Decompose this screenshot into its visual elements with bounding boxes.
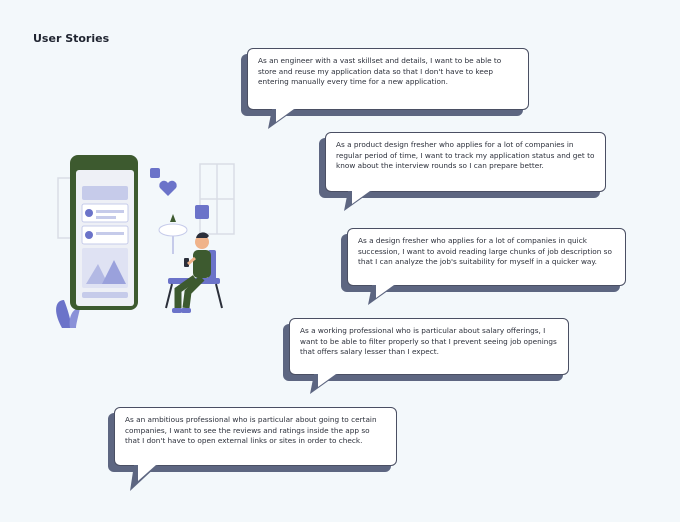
speech-tail-4 bbox=[310, 374, 338, 394]
user-story-text-1: As an engineer with a vast skillset and … bbox=[258, 56, 502, 86]
user-story-bubble-3: As a design fresher who applies for a lo… bbox=[347, 228, 626, 286]
speech-tail-5 bbox=[130, 465, 158, 491]
plant-icon bbox=[56, 300, 72, 328]
speech-tail-3 bbox=[368, 285, 396, 305]
window-frame-right bbox=[199, 163, 235, 235]
person-with-phone-illustration bbox=[56, 155, 235, 328]
person-icon bbox=[165, 232, 223, 313]
user-story-text-4: As a working professional who is particu… bbox=[300, 326, 557, 356]
user-story-text-2: As a product design fresher who applies … bbox=[336, 140, 595, 170]
heart-icon bbox=[159, 180, 177, 196]
like-icon bbox=[150, 168, 160, 178]
thumbs-up-icon bbox=[195, 205, 209, 219]
user-story-text-3: As a design fresher who applies for a lo… bbox=[358, 236, 612, 266]
user-story-bubble-4: As a working professional who is particu… bbox=[289, 318, 569, 375]
user-story-bubble-5: As an ambitious professional who is part… bbox=[114, 407, 397, 466]
user-story-bubble-1: As an engineer with a vast skillset and … bbox=[247, 48, 529, 110]
user-story-text-5: As an ambitious professional who is part… bbox=[125, 415, 377, 445]
speech-tail-1 bbox=[268, 109, 296, 129]
speech-tail-2 bbox=[344, 191, 372, 211]
page-title: User Stories bbox=[33, 32, 110, 45]
user-story-bubble-2: As a product design fresher who applies … bbox=[325, 132, 606, 192]
phone-icon bbox=[70, 155, 138, 310]
